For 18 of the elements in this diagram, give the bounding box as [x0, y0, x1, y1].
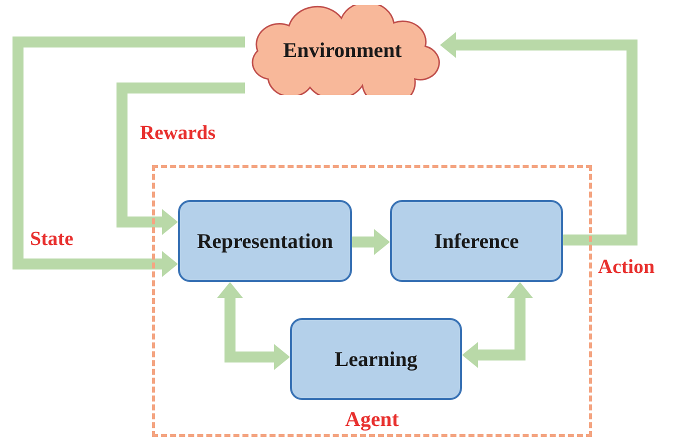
node-label: Environment	[283, 38, 402, 62]
arrow	[217, 282, 290, 370]
arrow	[352, 229, 390, 255]
agent-dashed-box	[152, 165, 592, 437]
node-label: Representation	[196, 228, 334, 254]
edge-label: State	[30, 228, 74, 251]
node-label: Inference	[434, 228, 519, 254]
process-box	[290, 318, 462, 400]
arrow	[462, 282, 533, 368]
arrow	[116, 82, 245, 235]
group-label: Agent	[345, 407, 399, 432]
arrow	[12, 36, 245, 277]
process-box	[178, 200, 352, 282]
arrow	[440, 32, 638, 246]
node-label: Learning	[334, 346, 418, 372]
edge-label: Action	[598, 256, 655, 279]
edge-label: Rewards	[140, 122, 216, 145]
process-box	[390, 200, 563, 282]
